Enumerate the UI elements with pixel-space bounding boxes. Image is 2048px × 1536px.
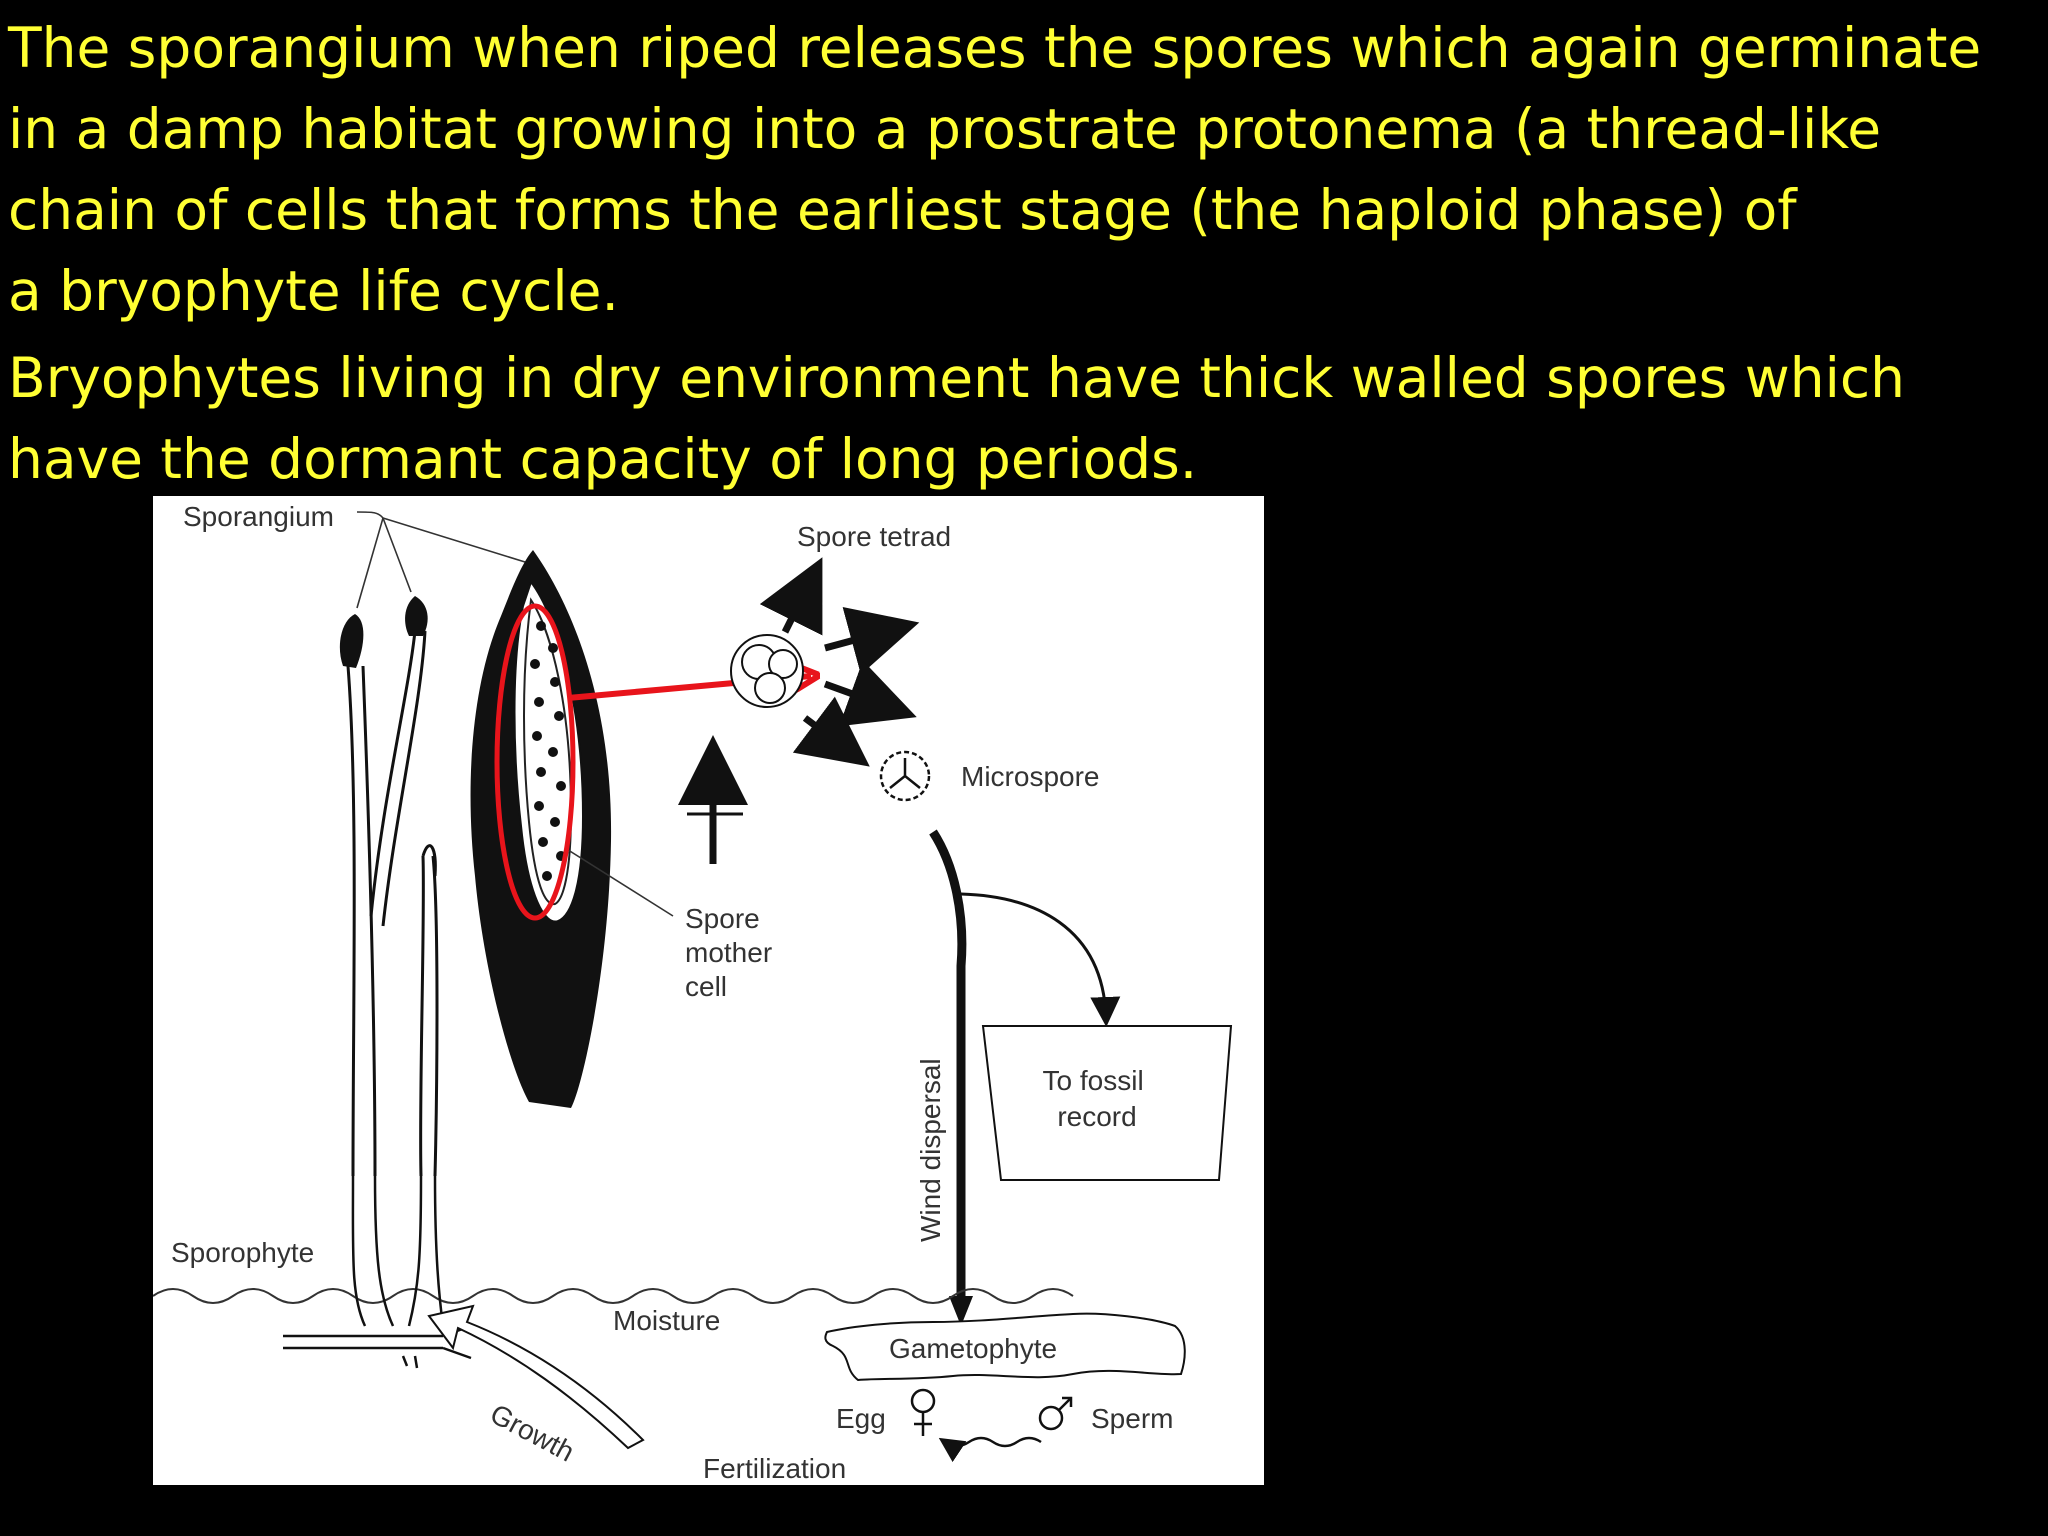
text-line: chain of cells that forms the earliest s…	[8, 178, 1797, 242]
barrier-symbol	[687, 796, 743, 816]
growth-arrow	[427, 1304, 645, 1450]
paragraph-dry-environment: Bryophytes living in dry environment hav…	[8, 338, 2038, 500]
microspore-icon	[879, 750, 931, 802]
text-line: Bryophytes living in dry environment hav…	[8, 346, 1905, 410]
label-fertilization: Fertilization	[703, 1453, 846, 1484]
sporophyte-stalks	[346, 630, 439, 1177]
label-microspore: Microspore	[961, 761, 1099, 792]
label-spore-mother-cell: Spore mother cell	[685, 903, 780, 1002]
spore-mother-cell-leader	[564, 847, 674, 917]
label-mother: mother	[685, 937, 772, 968]
label-spore: Spore	[685, 903, 760, 934]
bryophyte-life-cycle-figure: Sporangium Spore tetrad Microspore Spore…	[153, 496, 1264, 1485]
label-cell: cell	[685, 971, 727, 1002]
label-egg: Egg	[836, 1403, 886, 1434]
fossil-record-box	[981, 1025, 1233, 1181]
capsule-right	[405, 596, 428, 636]
male-symbol-icon	[1038, 1396, 1073, 1431]
paragraph-sporangium-release: The sporangium when riped releases the s…	[8, 8, 2038, 332]
spores	[530, 621, 566, 881]
label-to-fossil-record: To fossil record	[1043, 1065, 1152, 1132]
label-moisture: Moisture	[613, 1305, 720, 1336]
text-line: a bryophyte life cycle.	[8, 259, 619, 323]
label-sporophyte: Sporophyte	[171, 1237, 314, 1268]
label-to-fossil: To fossil	[1043, 1065, 1144, 1096]
roots	[283, 1175, 472, 1369]
wind-dispersal-arrow	[929, 829, 967, 1302]
fertilization-arrow	[938, 1436, 1042, 1463]
red-highlight-ellipse	[494, 603, 576, 921]
text-line: The sporangium when riped releases the s…	[8, 16, 1982, 80]
dispersal-arrows	[678, 557, 920, 864]
gametophyte-body	[824, 1312, 1186, 1382]
label-growth: Growth	[485, 1398, 579, 1468]
label-spore-tetrad: Spore tetrad	[797, 521, 951, 552]
label-gametophyte: Gametophyte	[889, 1333, 1057, 1364]
ground-line	[153, 1288, 1074, 1304]
sporangium-leaders	[356, 511, 526, 609]
text-line: in a damp habitat growing into a prostra…	[8, 97, 1882, 161]
label-wind-dispersal: Wind dispersal	[915, 1058, 946, 1242]
life-cycle-diagram: Sporangium Spore tetrad Microspore Spore…	[153, 501, 1233, 1484]
slide-text: The sporangium when riped releases the s…	[8, 8, 2038, 500]
text-line: have the dormant capacity of long period…	[8, 427, 1198, 491]
capsule-left	[339, 614, 364, 668]
spore-tetrad	[730, 634, 804, 708]
fossil-branch-arrow	[960, 892, 1121, 1027]
label-sperm: Sperm	[1091, 1403, 1173, 1434]
label-sporangium: Sporangium	[183, 501, 334, 532]
label-record: record	[1057, 1101, 1136, 1132]
female-symbol-icon	[910, 1388, 936, 1436]
